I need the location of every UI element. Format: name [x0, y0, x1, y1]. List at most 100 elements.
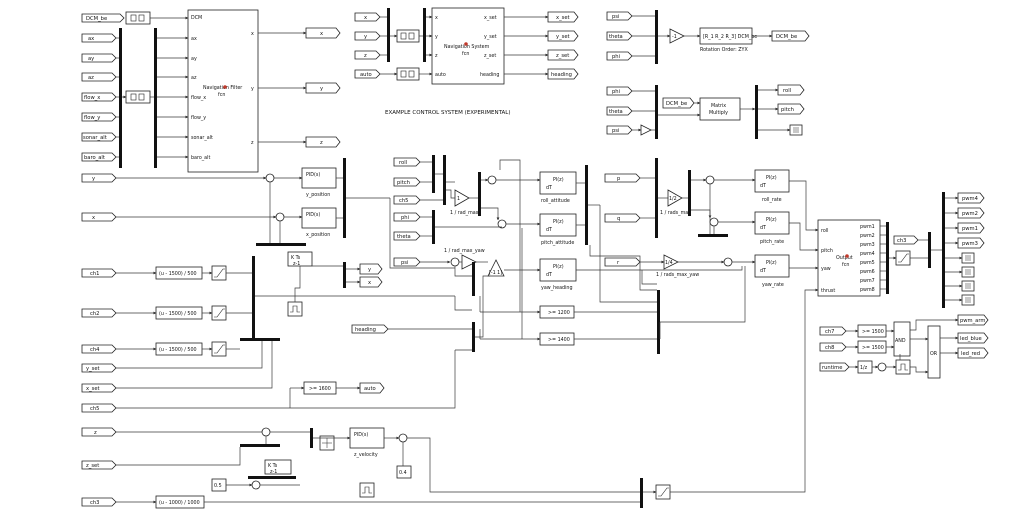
input-roll-att[interactable]: roll: [393, 157, 421, 167]
input-ch5-att[interactable]: ch5: [393, 195, 421, 205]
input-ax[interactable]: ax: [81, 33, 117, 43]
pid-roll-attitude[interactable]: PI(z) dT roll_attitude: [539, 171, 577, 204]
input-p[interactable]: p: [604, 173, 641, 183]
compare-ge-1400[interactable]: >= 1400: [539, 332, 575, 346]
bus-thrust[interactable]: [248, 476, 296, 479]
pulse-block-3[interactable]: [895, 359, 911, 375]
fcn-ch1[interactable]: (u - 1500) / 500: [155, 266, 203, 280]
mux-bus-rate[interactable]: [655, 158, 658, 238]
gain-neg-one[interactable]: -1: [669, 28, 685, 44]
discrete-integrator-2[interactable]: K Ts z-1: [264, 459, 292, 475]
output-x-2[interactable]: x: [359, 276, 383, 288]
input-ch7[interactable]: ch7: [819, 326, 847, 336]
input-ch2[interactable]: ch2: [81, 308, 117, 318]
fcn-ch2[interactable]: (u - 1500) / 500: [155, 306, 203, 320]
mux-bus-pos[interactable]: [343, 158, 346, 238]
input-z-alt[interactable]: z: [81, 427, 117, 437]
terminator-pwm5[interactable]: [961, 252, 975, 264]
pid-x-position[interactable]: PID(s) x_position: [301, 207, 337, 238]
fcn-ch4[interactable]: (u - 1500) / 500: [155, 342, 203, 356]
input-theta[interactable]: theta: [606, 31, 633, 41]
switch-bus-rc[interactable]: [252, 256, 255, 340]
selector-block-4[interactable]: [396, 67, 420, 81]
gain-rad-max[interactable]: 1 1 / rad_max: [450, 189, 479, 216]
input-q[interactable]: q: [604, 213, 641, 223]
input-phi[interactable]: phi: [606, 51, 633, 61]
output-x-set[interactable]: x_set: [547, 11, 579, 23]
output-pwm-arm[interactable]: pwm_arm: [957, 314, 989, 326]
compare-ge-1500-b[interactable]: >= 1500: [857, 340, 887, 354]
sum-yaw-att[interactable]: [450, 257, 460, 267]
and-gate[interactable]: AND: [893, 321, 911, 357]
sum-q[interactable]: [709, 217, 719, 227]
input-runtime[interactable]: runtime: [819, 362, 850, 372]
output-auto[interactable]: auto: [359, 382, 385, 394]
mux-bus-3[interactable]: [655, 10, 658, 64]
input-flow-y[interactable]: flow_y: [81, 112, 117, 122]
input-ch8[interactable]: ch8: [819, 342, 847, 352]
unit-delay[interactable]: 1/z: [857, 360, 873, 374]
terminator-pwm8[interactable]: [961, 294, 975, 306]
pid-pitch-attitude[interactable]: PI(z) dT pitch_attitude: [539, 213, 577, 246]
output-y-set[interactable]: y_set: [547, 30, 579, 42]
saturation-ch4[interactable]: [211, 341, 227, 357]
mux-bus-2[interactable]: [387, 8, 390, 62]
input-theta-2[interactable]: theta: [606, 106, 633, 116]
output-led-blue[interactable]: led_blue: [957, 332, 989, 344]
compare-ge-1500-a[interactable]: >= 1500: [857, 324, 887, 338]
input-y-set[interactable]: y_set: [81, 363, 117, 373]
input-phi-2[interactable]: phi: [606, 86, 633, 96]
output-dcm-be[interactable]: DCM_be: [771, 30, 810, 42]
mux-bus-z[interactable]: [310, 428, 313, 448]
compare-ge-1600[interactable]: >= 1600: [303, 381, 337, 395]
output-pwm4[interactable]: pwm4: [957, 192, 985, 204]
pulse-block-2[interactable]: [359, 482, 375, 498]
input-flow-x[interactable]: flow_x: [81, 92, 117, 102]
selector-block-3[interactable]: [396, 29, 420, 43]
pid-z-velocity[interactable]: PID(s) z_velocity: [349, 427, 385, 458]
input-sonar-alt[interactable]: sonar_alt: [81, 132, 117, 142]
input-heading[interactable]: heading: [351, 324, 389, 334]
demux-bus-2[interactable]: [423, 8, 426, 62]
selector-block[interactable]: [125, 11, 151, 25]
gain-rads-max[interactable]: 1/2 1 / rads_max: [660, 189, 691, 216]
input-x-pos[interactable]: x: [81, 212, 117, 222]
input-psi[interactable]: psi: [606, 11, 633, 21]
input-x-nav[interactable]: x: [354, 12, 381, 22]
navigation-filter-block[interactable]: DCM ax ay az flow_x flow_y sonar_alt bar…: [187, 9, 259, 173]
demux-bus-1[interactable]: [154, 28, 157, 168]
mux-bus-4[interactable]: [655, 85, 658, 139]
output-pwm1[interactable]: pwm1: [957, 222, 985, 234]
switch-bus-heading[interactable]: [472, 322, 475, 352]
input-y-nav[interactable]: y: [354, 31, 381, 41]
input-dcm-be[interactable]: DCM_be: [81, 13, 125, 23]
input-pitch-att[interactable]: pitch: [393, 177, 421, 187]
output-pwm3[interactable]: pwm3: [957, 237, 985, 249]
gain-rad-max-yaw[interactable]: 1 / rad_max_yaw: [444, 248, 485, 270]
demux-bus-pwm[interactable]: [942, 192, 945, 308]
bus-pos-h[interactable]: [256, 243, 306, 246]
sum-r[interactable]: [723, 257, 733, 267]
pid-yaw-heading[interactable]: PI(z) dT yaw_heading: [539, 258, 577, 291]
input-ch5[interactable]: ch5: [81, 403, 117, 413]
saturation-ch2[interactable]: [211, 305, 227, 321]
pid-y-position[interactable]: PID(s) y_position: [301, 167, 337, 198]
output-pitch[interactable]: pitch: [777, 103, 805, 115]
gain-neg-psi[interactable]: [640, 124, 652, 136]
sum-thrust[interactable]: [251, 480, 261, 490]
input-phi-att[interactable]: phi: [393, 212, 421, 222]
input-theta-att[interactable]: theta: [393, 231, 421, 241]
switch-bus-att[interactable]: [443, 155, 446, 205]
sum-y[interactable]: [265, 173, 275, 183]
switch-bus-att-2[interactable]: [472, 262, 475, 296]
discrete-integrator-1[interactable]: K Ts z-1: [287, 251, 313, 267]
input-x-set[interactable]: x_set: [81, 383, 117, 393]
pulse-block-1[interactable]: [287, 301, 303, 317]
selector-block-2[interactable]: [125, 90, 151, 104]
navigation-system-block[interactable]: x y z auto x_set y_set z_set heading Nav…: [431, 7, 505, 85]
switch-bus-pwm[interactable]: [928, 232, 931, 268]
output-fcn-block[interactable]: roll pitch yaw thrust pwm1 pwm2 pwm3 pwm…: [817, 219, 881, 297]
input-ch4[interactable]: ch4: [81, 344, 117, 354]
input-ch3-thrust[interactable]: ch3: [81, 497, 117, 507]
output-y-2[interactable]: y: [359, 263, 383, 275]
